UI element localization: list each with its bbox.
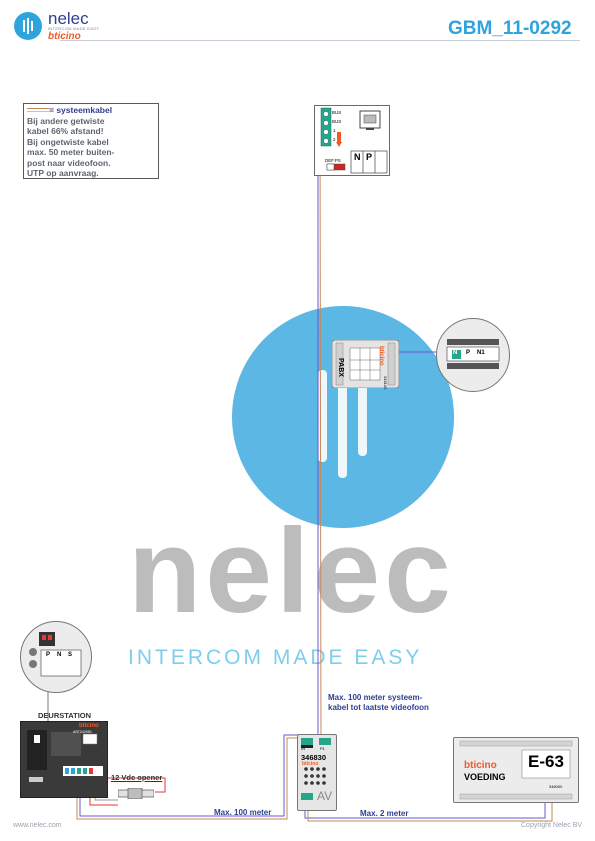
pabx-zoom-label-n: N: [453, 350, 458, 356]
monitor-terminal-label: BUS: [332, 110, 342, 115]
monitor-terminal-label: 1: [333, 128, 336, 133]
header-divider: [60, 40, 580, 41]
pabx-zoom-terminal-icon: [446, 339, 500, 369]
legend-line: max. 50 meter buiten-: [27, 147, 115, 157]
legend-line: Bij andere getwiste: [27, 115, 105, 126]
max-100-annotation: Max. 100 meter: [214, 808, 272, 817]
supply-model: E-63: [528, 752, 564, 771]
legend-title: = systeemkabel: [49, 105, 113, 115]
max-2-annotation: Max. 2 meter: [360, 809, 409, 818]
interface-brand: bticino: [302, 761, 319, 767]
watermark-tagline: INTERCOM MADE EASY: [128, 646, 423, 669]
cable-legend: = systeemkabel Bij andere getwiste kabel…: [23, 103, 159, 179]
monitor-slot-p: P: [366, 152, 373, 162]
monitor-terminal-label: 2: [333, 137, 336, 142]
supply-name: VOEDING: [464, 772, 506, 782]
pabx-graphic: [331, 339, 400, 389]
monitor-jumper-label: DEF.PS: [325, 158, 341, 163]
bus-cable-brown: [319, 115, 322, 761]
interface-p1-label: P1: [320, 746, 325, 751]
opener-label: 12 Vdc opener: [111, 773, 163, 782]
door-opener-icon: [117, 787, 155, 800]
door-station-model: ART342550: [73, 730, 92, 734]
cable-legend-icon: [27, 108, 49, 113]
interface-in-label: IN: [301, 746, 305, 751]
door-opener: [117, 786, 155, 800]
interface-346830: IN P1 346830 bticino AV: [297, 734, 337, 811]
document-code: GBM_11-0292: [448, 18, 572, 39]
nelec-logo-icon: [14, 12, 42, 40]
monitor-slot-n: N: [354, 152, 361, 162]
max-bus-annotation: Max. 100 meter systeem- kabel tot laatst…: [328, 693, 429, 712]
legend-line: UTP op aanvraag.: [27, 168, 99, 178]
door-station-graphic: [27, 730, 103, 782]
opener-wire-red-2: [100, 777, 166, 793]
legend-line: Bij ongetwiste kabel: [27, 136, 109, 147]
legend-line: kabel 66% afstand!: [27, 126, 104, 136]
door-station-title: DEURSTATION: [38, 711, 92, 720]
footer-copyright: Copyright Nelec BV: [521, 822, 583, 829]
logo-tagline: INTERCOM MADE EASY: [48, 26, 100, 31]
pabx-zoom: N P N1: [436, 318, 510, 392]
pabx-module: PABX bticino 346100: [331, 339, 400, 390]
door-cable-brown: [76, 737, 300, 820]
logo-brand: bticino: [48, 31, 81, 42]
power-supply: bticino E-63 VOEDING 346000: [453, 737, 579, 803]
pabx-label: PABX: [337, 358, 344, 377]
pabx-zoom-label-n1: N1: [477, 350, 485, 356]
legend-line: post naar videofoon.: [27, 157, 111, 168]
supply-code: 346000: [549, 784, 563, 789]
video-monitor: BUS BUS 1 2 DEF.PS N P: [314, 105, 390, 176]
door-zoom-label-s: S: [68, 652, 73, 658]
pabx-code: 346100: [383, 376, 388, 390]
interface-graphic: [301, 738, 331, 800]
door-cable-purple: [79, 734, 300, 817]
interface-code: 346830: [301, 753, 327, 762]
interface-av-label: AV: [317, 789, 333, 803]
watermark-text: nelec: [128, 504, 455, 638]
door-station-brand: bticino: [79, 723, 99, 729]
monitor-graphic: [320, 107, 388, 174]
pabx-zoom-label-p: P: [466, 350, 471, 356]
power-supply-graphic: [459, 740, 573, 800]
logo-name: nelec: [48, 9, 89, 28]
door-station: bticino ART342550: [20, 721, 108, 798]
footer-website: www.nelec.com: [13, 822, 62, 829]
door-zoom-terminal-icon: [29, 632, 82, 677]
pabx-brand: bticino: [378, 346, 384, 366]
door-zoom-label-n: N: [57, 652, 62, 658]
monitor-terminal-label: BUS: [332, 119, 342, 124]
supply-brand: bticino: [464, 760, 497, 771]
door-station-zoom: P N S: [20, 621, 92, 693]
door-zoom-label-p: P: [46, 652, 51, 658]
